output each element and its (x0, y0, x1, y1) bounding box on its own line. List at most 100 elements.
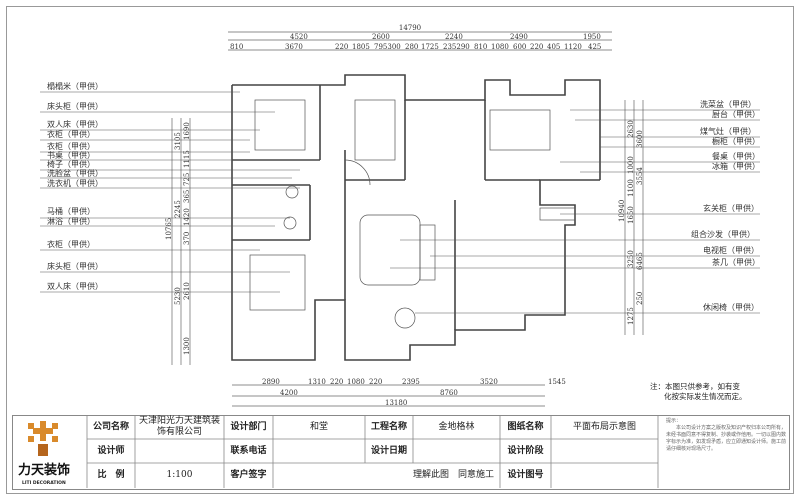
dim-top-total: 14790 (399, 24, 421, 32)
dimension-lines (171, 31, 644, 407)
dim-right: 1100 (627, 179, 635, 197)
dim-top: 795300 (374, 43, 401, 51)
company-value: 天津阳光力天建筑装饰有限公司 (138, 416, 220, 437)
label-counter: 厨台（甲供） (712, 110, 760, 119)
sign-value: 理解此图 同意施工 (412, 470, 494, 480)
note: 注：本图只供参考，如有变 化按实际发生情况而定。 (650, 382, 747, 402)
dim-top: 3670 (285, 43, 303, 51)
company-label: 公司名称 (92, 421, 129, 432)
logo-text: 力天装饰 (18, 463, 71, 478)
dim-top: 1080 (491, 43, 509, 51)
note-line: 化按实际发生情况而定。 (664, 392, 747, 401)
dim-left: 1300 (183, 337, 191, 355)
label-double-bed: 双人床（甲供） (47, 120, 103, 129)
label-toilet: 马桶（甲供） (47, 207, 95, 216)
label-wardrobe-2: 衣柜（甲供） (47, 142, 95, 151)
dim-right: 2630 (627, 120, 635, 138)
label-fridge: 冰箱（甲供） (712, 162, 760, 171)
dim-top: 2240 (445, 33, 463, 41)
kitchen-counter (489, 109, 551, 151)
stair-grid (354, 99, 396, 161)
dim-top: 1725 (421, 43, 439, 51)
dim-left: 1690 (183, 122, 191, 140)
fine-print-title: 提示： (666, 418, 682, 424)
dim-top: 220 (530, 43, 543, 51)
label-basin: 洗脸盆（甲供） (47, 169, 103, 178)
dim-right: 1000 (627, 156, 635, 174)
label-bedside: 床头柜（甲供） (47, 102, 103, 111)
door-swing (344, 159, 371, 186)
wash-basin (285, 185, 299, 199)
number-label: 设计图号 (507, 470, 544, 480)
dim-right: 3250 (627, 250, 635, 268)
label-tv-cabinet: 电视柜（甲供） (703, 246, 759, 255)
scale-label: 比 例 (97, 470, 125, 480)
dim-top: 405 (547, 43, 560, 51)
dim-bottom: 2395 (402, 378, 420, 386)
dim-top: 2600 (372, 33, 390, 41)
designer-value (135, 439, 224, 463)
dim-top: 235290 (443, 43, 470, 51)
sign-label: 客户签字 (230, 470, 267, 480)
dim-left: 2245 (174, 200, 182, 218)
label-tea-table: 茶几（甲供） (712, 258, 760, 267)
label-leisure-chair: 休闲椅（甲供） (703, 303, 759, 312)
title-block (12, 415, 790, 490)
dim-bottom: 220 (330, 378, 343, 386)
leader-lines (40, 91, 760, 314)
sofa-set (359, 214, 421, 286)
dim-top: 810 (474, 43, 487, 51)
sheet-frame (6, 6, 794, 494)
dim-top: 1120 (564, 43, 582, 51)
label-bedside-2: 床头柜（甲供） (47, 262, 103, 271)
stage-label: 设计阶段 (507, 445, 544, 456)
label-wardrobe: 衣柜（甲供） (47, 130, 95, 139)
dim-bottom: 2890 (262, 378, 280, 386)
dim-bottom: 220 (369, 378, 382, 386)
dim-left: 10765 (165, 218, 173, 240)
dim-right: 10940 (618, 200, 626, 222)
logo-subtitle: LITI DECORATION (22, 481, 66, 486)
dim-bottom: 3520 (480, 378, 498, 386)
label-entrance-cabinet: 玄关柜（甲供） (703, 204, 759, 213)
date-value (413, 439, 500, 463)
dim-bottom: 8760 (440, 389, 458, 397)
dim-top: 280 (405, 43, 418, 51)
walls (231, 74, 601, 361)
dim-left: 3105 (174, 132, 182, 150)
scale-value: 1:100 (166, 470, 193, 480)
dim-bottom: 1080 (347, 378, 365, 386)
dim-left: 365 (183, 190, 191, 203)
dim-right: 3600 (636, 130, 644, 148)
fine-print: 提示： 本公司设计方案之版权及知识产权归本公司所有，未经书面同意不得复制、抄袭或… (666, 418, 786, 453)
dim-top: 2490 (510, 33, 528, 41)
dim-top: 220 (335, 43, 348, 51)
designer-label: 设计师 (97, 445, 125, 456)
dim-bottom-total: 13180 (385, 399, 407, 407)
dim-right-group: 2630 3600 1000 3554 1100 1650 10940 3250… (618, 120, 644, 325)
project-value: 金地格林 (438, 421, 475, 432)
project-label: 工程名称 (370, 421, 407, 432)
furniture (249, 99, 576, 329)
dimension-text: 14790 4520 2600 2240 2490 1950 810 3670 … (165, 24, 644, 407)
dept-label: 设计部门 (230, 421, 267, 432)
dim-bottom: 4200 (280, 389, 298, 397)
phone-value (273, 439, 365, 463)
label-washer: 洗衣机（甲供） (47, 179, 103, 188)
dim-top: 810 (230, 43, 243, 51)
leisure-chair (394, 307, 416, 329)
dim-right: 1275 (627, 307, 635, 325)
label-cabinet: 橱柜（甲供） (712, 137, 760, 146)
dept-value: 和堂 (309, 421, 328, 432)
dim-top: 4520 (290, 33, 308, 41)
number-value (551, 463, 658, 488)
drawing-label: 图纸名称 (507, 421, 544, 432)
dim-left: 1115 (183, 150, 191, 168)
stage-value (551, 439, 658, 463)
dim-left-group: 3105 1690 1115 725 365 2245 1420 370 107… (165, 122, 191, 355)
label-double-bed-2: 双人床（甲供） (47, 282, 103, 291)
dim-top: 425 (588, 43, 601, 51)
phone-label: 联系电话 (230, 445, 267, 456)
